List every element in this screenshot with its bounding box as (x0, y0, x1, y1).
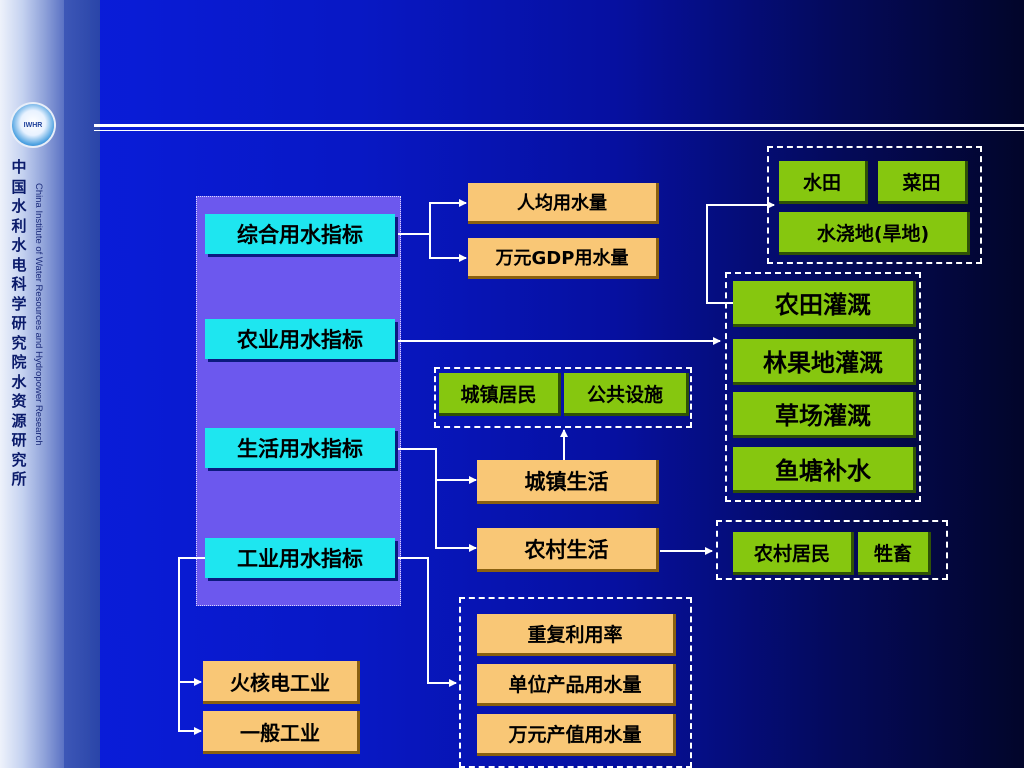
org-char: 所 (11, 470, 27, 488)
water-use-per-output-value: 万元产值用水量 (477, 714, 676, 756)
orchard-irrigation: 林果地灌溉 (733, 339, 916, 385)
vegetable-field: 菜田 (878, 161, 968, 204)
org-char: 究 (11, 333, 27, 352)
domestic-indicator: 生活用水指标 (205, 428, 395, 468)
urban-sub-group (434, 367, 692, 428)
industrial-indicator: 工业用水指标 (205, 538, 395, 578)
reuse-rate: 重复利用率 (477, 614, 676, 656)
org-char: 研 (11, 431, 27, 449)
public-facilities: 公共设施 (564, 373, 689, 416)
per-capita-water-use: 人均用水量 (468, 183, 659, 224)
rural-sub-group (716, 520, 948, 580)
connector-comprehensive-percapita (398, 199, 467, 235)
irrigated-dry-land: 水浇地(旱地) (779, 212, 970, 255)
logo-text: IWHR (23, 121, 43, 129)
connector-domestic-urban (398, 448, 477, 484)
water-use-per-product: 单位产品用水量 (477, 664, 676, 706)
org-char: 国 (11, 177, 27, 196)
grassland-irrigation: 草场灌溉 (733, 392, 916, 438)
livestock: 牲畜 (858, 532, 931, 575)
title-rule-thick (94, 124, 1024, 127)
org-char: 源 (11, 411, 27, 430)
connector-comprehensive-pergdp (429, 234, 467, 262)
org-char: 资 (11, 392, 27, 410)
agricultural-indicator: 农业用水指标 (205, 319, 395, 359)
org-name-cn: 中 国 水 利 水 电 科 学 研 究 院 水 资 源 研 究 所 (9, 158, 29, 490)
connector-industry-nuclear (178, 557, 205, 686)
urban-domestic: 城镇生活 (477, 460, 659, 504)
org-char: 科 (11, 275, 27, 293)
agriculture-sub-group (725, 272, 921, 502)
org-char: 电 (11, 255, 27, 274)
org-char: 水 (11, 197, 27, 215)
org-char: 院 (11, 353, 27, 371)
fishpond-replenishment: 鱼塘补水 (733, 447, 916, 493)
paddy-field: 水田 (779, 161, 868, 204)
org-char: 究 (11, 450, 27, 469)
rural-residents: 农村居民 (733, 532, 854, 575)
title-rule-thin (94, 130, 1024, 131)
rural-domestic: 农村生活 (477, 528, 659, 572)
thermal-nuclear-power-industry: 火核电工业 (203, 661, 360, 704)
connector-industry-general (178, 682, 202, 735)
connector-domestic-rural (435, 480, 477, 552)
farmland-irrigation: 农田灌溉 (733, 281, 916, 327)
org-char: 中 (11, 158, 27, 176)
org-char: 研 (11, 314, 27, 332)
industry-metrics-group (459, 597, 692, 768)
general-industry: 一般工业 (203, 711, 360, 754)
comprehensive-indicator: 综合用水指标 (205, 214, 395, 254)
urban-residents: 城镇居民 (439, 373, 561, 416)
org-char: 水 (11, 236, 27, 254)
connector-industry-metrics (398, 557, 457, 687)
institute-logo: IWHR (12, 104, 54, 146)
indicator-panel (196, 196, 401, 606)
org-char: 学 (11, 294, 27, 313)
per-gdp-water-use: 万元GDP用水量 (468, 238, 659, 279)
org-char: 水 (11, 372, 27, 391)
connector-farmland-sub (706, 201, 775, 304)
org-char: 利 (11, 216, 27, 235)
